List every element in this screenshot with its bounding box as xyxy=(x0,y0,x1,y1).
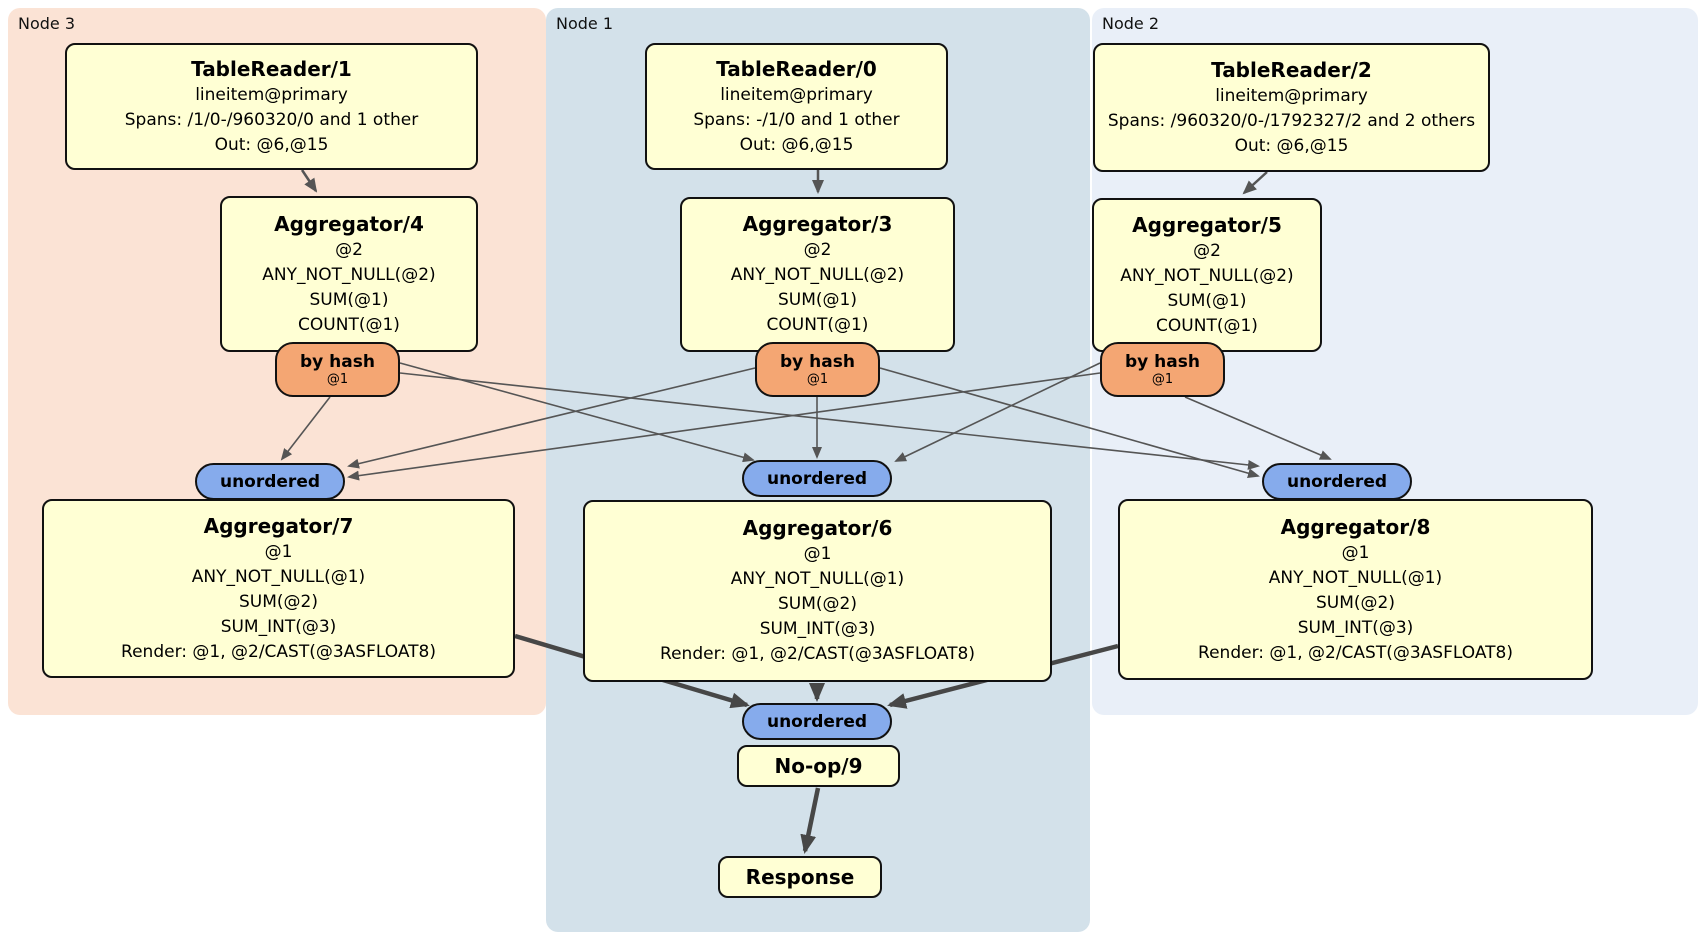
processor-detail: SUM_INT(@3) xyxy=(759,619,876,639)
processor-aggregator-5: Aggregator/5 @2 ANY_NOT_NULL(@2) SUM(@1)… xyxy=(1092,198,1322,352)
panel-node-1-label: Node 1 xyxy=(556,14,614,33)
processor-noop-9: No-op/9 xyxy=(737,745,900,787)
processor-tablereader-2: TableReader/2 lineitem@primary Spans: /9… xyxy=(1093,43,1490,172)
router-label: by hash xyxy=(780,352,855,372)
processor-detail: SUM_INT(@3) xyxy=(1297,617,1414,638)
processor-aggregator-7: Aggregator/7 @1 ANY_NOT_NULL(@1) SUM(@2)… xyxy=(42,499,515,678)
processor-title: Aggregator/8 xyxy=(1280,514,1431,539)
panel-node-3-label: Node 3 xyxy=(18,14,76,33)
stream-unordered-node3: unordered xyxy=(195,463,345,500)
stream-label: unordered xyxy=(219,471,321,492)
processor-detail: Spans: /1/0-/960320/0 and 1 other xyxy=(124,109,419,130)
stream-unordered-final: unordered xyxy=(742,703,892,740)
response-node: Response xyxy=(718,856,882,898)
processor-detail: @1 xyxy=(803,544,832,564)
processor-title: Aggregator/5 xyxy=(1132,212,1282,237)
processor-detail: SUM(@2) xyxy=(778,594,857,614)
edge-noop-response xyxy=(800,787,821,854)
edge-byhash4-un7 xyxy=(280,396,331,461)
stream-unordered-node2: unordered xyxy=(1262,463,1412,500)
processor-detail: Out: @6,@15 xyxy=(739,134,854,155)
edge-byhash5-un8 xyxy=(1184,396,1332,460)
processor-detail: ANY_NOT_NULL(@1) xyxy=(1268,567,1443,588)
processor-detail: Render: @1, @2/CAST(@3ASFLOAT8) xyxy=(121,641,436,662)
processor-detail: @1 xyxy=(1341,542,1370,563)
router-key: @1 xyxy=(806,372,829,387)
processor-detail: SUM(@1) xyxy=(1167,290,1247,311)
edge-byhash3-un8 xyxy=(879,367,1260,479)
stream-label: unordered xyxy=(766,468,868,489)
processor-title: Aggregator/3 xyxy=(742,212,893,236)
processor-detail: COUNT(@1) xyxy=(766,315,869,335)
processor-detail: @1 xyxy=(264,541,293,562)
router-by-hash-node3: by hash @1 xyxy=(275,342,400,397)
router-label: by hash xyxy=(1125,352,1200,372)
processor-title: TableReader/2 xyxy=(1211,57,1372,82)
processor-detail: lineitem@primary xyxy=(195,84,348,105)
edge-byhash5-un6 xyxy=(894,362,1101,462)
processor-detail: Out: @6,@15 xyxy=(1234,135,1349,156)
router-by-hash-node2: by hash @1 xyxy=(1100,342,1225,397)
processor-aggregator-8: Aggregator/8 @1 ANY_NOT_NULL(@1) SUM(@2)… xyxy=(1118,499,1593,680)
stream-label: unordered xyxy=(1286,471,1388,492)
processor-title: No-op/9 xyxy=(774,753,863,778)
stream-label: unordered xyxy=(766,711,868,732)
processor-detail: SUM(@2) xyxy=(1316,592,1395,613)
edge-byhash3-un7 xyxy=(347,367,756,469)
processor-detail: ANY_NOT_NULL(@2) xyxy=(1120,265,1294,286)
edge-tr1-agg4 xyxy=(300,169,318,193)
processor-detail: SUM_INT(@3) xyxy=(220,616,337,637)
processor-detail: @2 xyxy=(1193,240,1221,261)
router-key: @1 xyxy=(326,372,349,387)
processor-detail: lineitem@primary xyxy=(720,84,873,105)
processor-title: Aggregator/7 xyxy=(203,513,354,538)
stream-unordered-node1: unordered xyxy=(742,460,892,497)
router-label: by hash xyxy=(300,352,375,372)
processor-title: Response xyxy=(745,864,855,889)
processor-detail: ANY_NOT_NULL(@2) xyxy=(730,265,905,285)
router-key: @1 xyxy=(1151,372,1174,387)
processor-detail: COUNT(@1) xyxy=(298,314,400,335)
processor-detail: ANY_NOT_NULL(@1) xyxy=(191,566,366,587)
processor-title: TableReader/0 xyxy=(716,56,877,81)
processor-aggregator-3: Aggregator/3 @2 ANY_NOT_NULL(@2) SUM(@1)… xyxy=(680,197,955,352)
edge-byhash5-un7 xyxy=(347,372,1101,481)
processor-detail: SUM(@1) xyxy=(309,289,389,310)
processor-title: TableReader/1 xyxy=(191,56,352,81)
processor-detail: Spans: -/1/0 and 1 other xyxy=(693,109,900,130)
processor-detail: COUNT(@1) xyxy=(1156,315,1258,336)
processor-detail: Out: @6,@15 xyxy=(214,134,329,155)
processor-title: Aggregator/4 xyxy=(274,211,424,236)
processor-tablereader-1: TableReader/1 lineitem@primary Spans: /1… xyxy=(65,43,478,170)
processor-detail: ANY_NOT_NULL(@2) xyxy=(262,264,436,285)
processor-detail: ANY_NOT_NULL(@1) xyxy=(730,569,905,589)
processor-detail: Spans: /960320/0-/1792327/2 and 2 others xyxy=(1107,110,1476,131)
processor-detail: SUM(@2) xyxy=(239,591,318,612)
processor-detail: @2 xyxy=(803,240,832,260)
processor-title: Aggregator/6 xyxy=(742,516,893,540)
processor-detail: Render: @1, @2/CAST(@3ASFLOAT8) xyxy=(1198,642,1513,663)
edge-byhash4-un8 xyxy=(399,372,1260,470)
processor-detail: lineitem@primary xyxy=(1215,85,1368,106)
processor-aggregator-4: Aggregator/4 @2 ANY_NOT_NULL(@2) SUM(@1)… xyxy=(220,196,478,352)
router-by-hash-node1: by hash @1 xyxy=(755,342,880,397)
processor-tablereader-0: TableReader/0 lineitem@primary Spans: -/… xyxy=(645,43,948,170)
panel-node-2-label: Node 2 xyxy=(1102,14,1160,33)
edge-tr2-agg5 xyxy=(1242,171,1268,195)
processor-detail: @2 xyxy=(335,239,363,260)
processor-detail: Render: @1, @2/CAST(@3ASFLOAT8) xyxy=(660,644,975,664)
processor-detail: SUM(@1) xyxy=(778,290,857,310)
processor-aggregator-6: Aggregator/6 @1 ANY_NOT_NULL(@1) SUM(@2)… xyxy=(583,500,1052,682)
